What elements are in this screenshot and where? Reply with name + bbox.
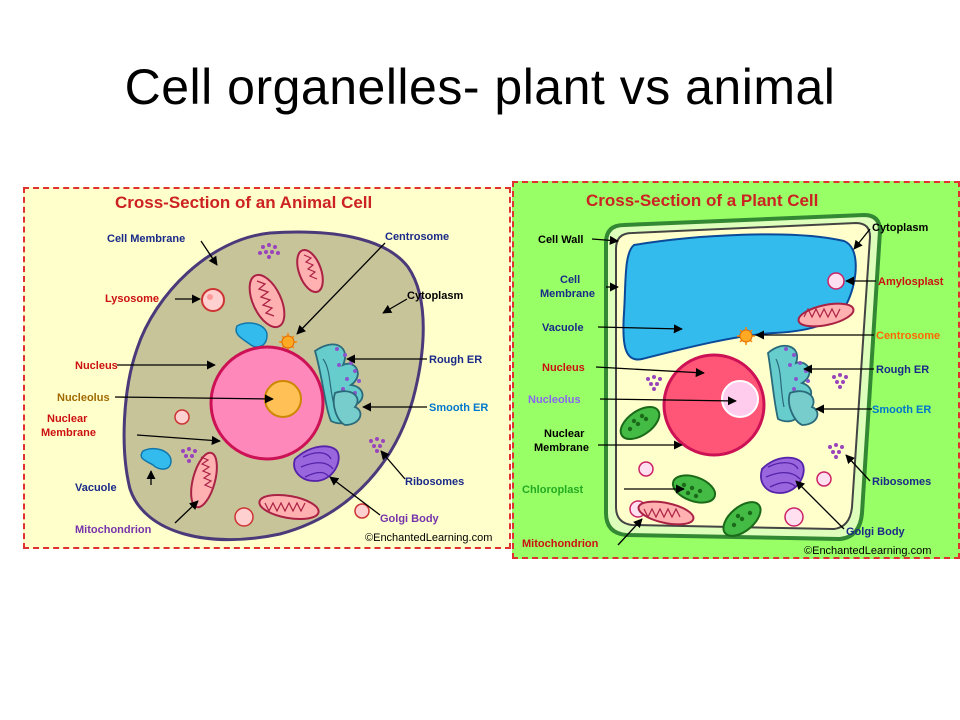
label-nucleus: Nucleus	[75, 360, 118, 372]
label-ribosomes: Ribosomes	[405, 476, 464, 488]
label-nucleolus: Nucleolus	[57, 392, 110, 404]
ribosome-cluster	[258, 243, 280, 259]
vesicle	[638, 461, 654, 477]
ribosome-cluster	[832, 373, 848, 389]
label-chloroplast: Chloroplast	[522, 484, 583, 496]
plant-cell-diagram: Cross-Section of a Plant Cell	[522, 191, 944, 557]
label-mitochondrion: Mitochondrion	[75, 524, 152, 536]
ribosome-cluster	[828, 443, 844, 459]
chloroplast	[619, 406, 661, 440]
label-centrosome: Centrosome	[385, 231, 449, 243]
label-cell-membrane-line1: Cell	[560, 274, 580, 286]
label-vacuole: Vacuole	[75, 482, 117, 494]
golgi-body	[293, 445, 340, 482]
mitochondrion	[296, 248, 324, 294]
label-nucleus: Nucleus	[542, 362, 585, 374]
label-nuclear-membrane-line1: Nuclear	[47, 413, 88, 425]
smooth-er	[332, 390, 362, 426]
nucleolus	[721, 380, 759, 418]
lysosome	[201, 288, 225, 312]
chloroplast	[722, 501, 762, 537]
ribosome-cluster	[181, 447, 197, 463]
vesicle	[354, 503, 370, 519]
label-mitochondrion: Mitochondrion	[522, 538, 599, 550]
vesicle	[784, 507, 804, 527]
mitochondrion	[637, 500, 695, 526]
label-cell-membrane: Cell Membrane	[107, 233, 185, 245]
label-rough-er: Rough ER	[429, 354, 482, 366]
label-nuclear-membrane-line1: Nuclear	[544, 428, 585, 440]
label-golgi-body: Golgi Body	[380, 513, 440, 525]
ribosome-cluster	[646, 375, 662, 391]
label-cytoplasm: Cytoplasm	[407, 290, 463, 302]
ribosome-cluster	[369, 437, 385, 453]
animal-cell-panel: Cross-Section of an Animal Cell	[23, 187, 511, 549]
label-cytoplasm: Cytoplasm	[872, 222, 928, 234]
label-nucleolus: Nucleolus	[528, 394, 581, 406]
plant-cell-title: Cross-Section of a Plant Cell	[586, 191, 818, 210]
centrosome	[737, 327, 755, 345]
animal-credit: ©EnchantedLearning.com	[365, 532, 492, 544]
label-centrosome: Centrosome	[876, 330, 940, 342]
vesicle	[234, 507, 254, 527]
label-nuclear-membrane-line2: Membrane	[534, 442, 589, 454]
label-smooth-er: Smooth ER	[872, 404, 931, 416]
label-smooth-er: Smooth ER	[429, 402, 488, 414]
label-cell-membrane-line2: Membrane	[540, 288, 595, 300]
label-amylosplast: Amylosplast	[878, 276, 944, 288]
animal-label-arrows	[114, 240, 427, 524]
animal-cell-title: Cross-Section of an Animal Cell	[115, 193, 372, 212]
label-cell-wall: Cell Wall	[538, 234, 583, 246]
nucleus	[662, 353, 766, 457]
label-vacuole: Vacuole	[542, 322, 584, 334]
amyloplast	[827, 272, 845, 290]
label-ribosomes: Ribosomes	[872, 476, 931, 488]
plant-label-arrows	[591, 228, 876, 546]
label-lysosome: Lysosome	[105, 293, 159, 305]
slide-title: Cell organelles- plant vs animal	[124, 59, 836, 115]
smooth-er	[788, 390, 819, 426]
plant-cell-panel: Cross-Section of a Plant Cell	[512, 181, 960, 559]
label-rough-er: Rough ER	[876, 364, 929, 376]
vesicle	[174, 409, 190, 425]
mitochondrion	[258, 493, 320, 521]
centrosome	[279, 333, 297, 351]
animal-cell-diagram: Cross-Section of an Animal Cell	[41, 193, 492, 544]
label-nuclear-membrane-line2: Membrane	[41, 427, 96, 439]
vacuole	[140, 447, 172, 470]
label-golgi-body: Golgi Body	[846, 526, 906, 538]
vesicle	[816, 471, 832, 487]
mitochondrion	[797, 302, 855, 328]
mitochondrion	[248, 273, 286, 329]
plant-credit: ©EnchantedLearning.com	[804, 545, 931, 557]
